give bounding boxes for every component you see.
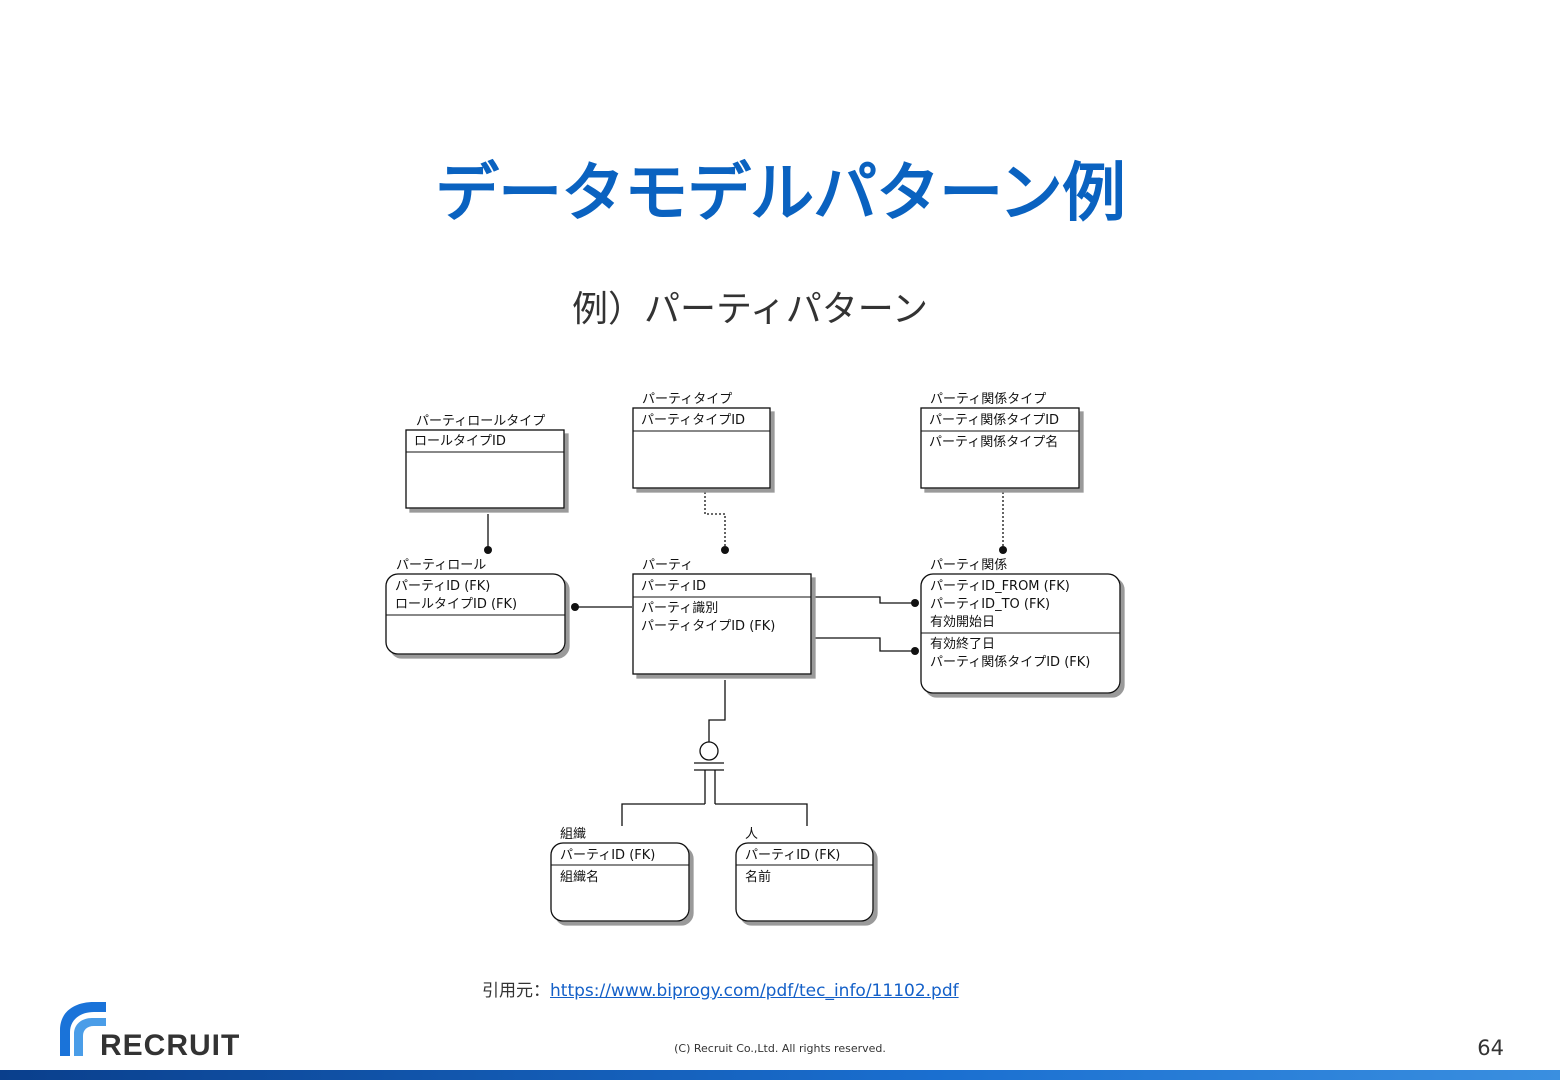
role-party-end-dot (571, 603, 579, 611)
relation-type-end-dot (999, 546, 1007, 554)
logo-arc-icon (60, 1002, 106, 1056)
entity-key: パーティID (641, 579, 706, 594)
copyright-notice: (C) Recruit Co.,Ltd. All rights reserved… (674, 1042, 886, 1055)
logo-arc-inner-icon (74, 1018, 106, 1056)
entity-attribute: パーティタイプID (FK) (641, 619, 775, 634)
footer-accent-bar (0, 1070, 1560, 1080)
entity-title: パーティロールタイプ (416, 414, 545, 429)
recruit-logo: RECRUIT (60, 1002, 240, 1060)
entity-title: 組織 (560, 827, 586, 842)
citation-label: 引用元： (482, 981, 550, 1001)
entity-key: パーティID (FK) (560, 848, 655, 863)
logo-text: RECRUIT (100, 1029, 240, 1060)
entity-party-relation-type: パーティ関係タイプ パーティ関係タイプID パーティ関係タイプ名 (920, 392, 1080, 489)
entity-party-relation: パーティ関係 パーティID_FROM (FK) パーティID_TO (FK) 有… (920, 558, 1121, 694)
entity-title: パーティロール (396, 558, 486, 573)
entity-key: パーティID_FROM (FK) (930, 579, 1070, 594)
entity-attribute: パーティ関係タイプ名 (929, 434, 1058, 450)
entity-organization: 組織 パーティID (FK) 組織名 (550, 827, 690, 922)
party-to-subtype-line (708, 680, 726, 742)
entity-title: パーティ関係 (930, 558, 1007, 573)
entity-party-role-type: パーティロールタイプ ロールタイプID (405, 414, 565, 509)
entity-title: パーティ関係タイプ (930, 392, 1046, 407)
entity-party-role: パーティロール パーティID (FK) ロールタイプID (FK) (385, 558, 566, 655)
citation-link[interactable]: https://www.biprogy.com/pdf/tec_info/111… (550, 981, 959, 1001)
entity-box (735, 842, 874, 922)
entity-attribute: 組織名 (560, 869, 599, 885)
subtype-to-organization-line (621, 803, 705, 826)
subtype-to-person-line (715, 803, 808, 826)
slide-title: データモデルパターン例 (435, 157, 1126, 231)
relationship-end-dots (484, 546, 1007, 655)
relation-to-end-dot (911, 647, 919, 655)
entity-attribute: 有効終了日 (930, 636, 995, 652)
citation: 引用元：https://www.biprogy.com/pdf/tec_info… (482, 976, 959, 1001)
entity-key: パーティID (FK) (745, 848, 840, 863)
role-end-dot (484, 546, 492, 554)
entity-key: パーティID_TO (FK) (930, 597, 1050, 612)
party-type-to-party-line (704, 492, 726, 549)
entity-box (632, 573, 812, 675)
party-to-relation-from-line (812, 596, 915, 604)
entity-title: パーティ (642, 558, 693, 573)
party-type-end-dot (721, 546, 729, 554)
entity-box (632, 407, 771, 489)
entity-party: パーティ パーティID パーティ識別 パーティタイプID (FK) (632, 558, 812, 675)
entity-attribute: パーティ識別 (641, 601, 718, 616)
entity-attribute: 名前 (745, 869, 771, 885)
entity-attribute: パーティ関係タイプID (FK) (930, 655, 1090, 670)
entity-key: ロールタイプID (FK) (395, 597, 517, 612)
entity-key: ロールタイプID (414, 434, 506, 449)
entity-title: パーティタイプ (642, 392, 732, 407)
entity-person: 人 パーティID (FK) 名前 (735, 827, 874, 922)
slide-subtitle: 例）パーティパターン (571, 289, 929, 330)
entity-party-type: パーティタイプ パーティタイプID (632, 392, 771, 489)
entity-box (405, 429, 565, 509)
entity-box (550, 842, 690, 922)
entity-key: パーティタイプID (641, 413, 745, 428)
entity-key: パーティID (FK) (395, 579, 490, 594)
entity-box (385, 573, 566, 655)
entity-title: 人 (745, 827, 758, 842)
relation-from-end-dot (911, 599, 919, 607)
subtype-discriminator (694, 741, 724, 771)
party-to-relation-to-line (812, 637, 915, 652)
entity-key: 有効開始日 (930, 615, 995, 630)
relationship-lines (487, 492, 1004, 826)
entity-box (920, 407, 1080, 489)
subtype-circle (699, 741, 719, 761)
page-number: 64 (1477, 1036, 1504, 1060)
entity-key: パーティ関係タイプID (929, 413, 1059, 428)
